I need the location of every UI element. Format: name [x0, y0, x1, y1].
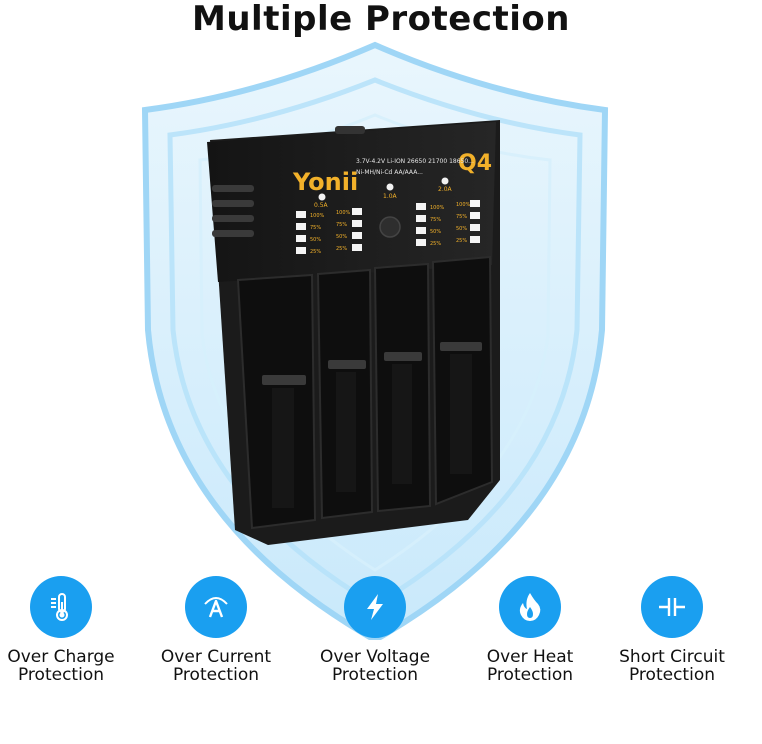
feature-over-current: Over Current Protection: [141, 576, 291, 684]
thermometer-icon: [51, 593, 68, 621]
feature-icon-circle: [30, 576, 92, 638]
current-label-2: 1.0A: [383, 193, 398, 200]
charger-device: Yonii Q4 3.7V-4.2V Li-ION 26650 21700 18…: [207, 120, 500, 545]
level-label-s4: 25%: [456, 238, 467, 244]
feature-label-line1: Over Heat: [486, 647, 574, 667]
feature-label-line2: Protection: [172, 665, 259, 685]
level-label-r2: 75%: [430, 217, 441, 223]
feature-icon-circle: [185, 576, 247, 638]
level-label-r4: 25%: [430, 241, 441, 247]
feature-label-line2: Protection: [628, 665, 715, 685]
battery-bays: [236, 255, 494, 530]
level-label-m4: 25%: [336, 246, 347, 252]
flame-icon: [519, 593, 541, 621]
level-indicators-right: 100% 75% 50% 25% 100% 75% 50% 25%: [416, 200, 480, 247]
feature-over-heat: Over Heat Protection: [455, 576, 605, 684]
feature-label-line2: Protection: [486, 665, 573, 685]
level-label-m1: 100%: [336, 210, 351, 216]
level-label-l3: 50%: [310, 237, 321, 243]
feature-short-circuit: Short Circuit Protection: [597, 576, 747, 684]
feature-label: Over Heat Protection: [455, 648, 605, 684]
feature-label: Short Circuit Protection: [597, 648, 747, 684]
feature-icon-circle: [641, 576, 703, 638]
current-label-3: 2.0A: [438, 186, 453, 193]
mode-button: [379, 216, 401, 238]
level-indicators-left: 100% 75% 50% 25% 100% 75% 50% 25%: [296, 208, 362, 255]
hero-illustration: Yonii Q4 3.7V-4.2V Li-ION 26650 21700 18…: [141, 41, 609, 640]
feature-label: Over Current Protection: [141, 648, 291, 684]
level-label-l2: 75%: [310, 225, 321, 231]
feature-label: Over Voltage Protection: [300, 648, 450, 684]
page-title: Multiple Protection: [192, 0, 570, 39]
feature-label-line1: Over Voltage: [319, 647, 431, 667]
level-label-r1: 100%: [430, 205, 445, 211]
spec-line-2: Ni-MH/Ni-Cd AA/AAA...: [356, 169, 423, 176]
feature-label-line2: Protection: [17, 665, 104, 685]
feature-over-charge: Over Charge Protection: [0, 576, 136, 684]
feature-icon-circle: [344, 576, 406, 638]
model-label: Q4: [458, 151, 492, 176]
feature-label-line1: Short Circuit: [619, 647, 725, 667]
feature-label: Over Charge Protection: [0, 648, 136, 684]
current-label-1: 0.5A: [314, 202, 329, 209]
level-label-m3: 50%: [336, 234, 347, 240]
feature-label-line2: Protection: [331, 665, 418, 685]
level-label-l4: 25%: [310, 249, 321, 255]
feature-icon-circle: [499, 576, 561, 638]
level-label-m2: 75%: [336, 222, 347, 228]
spec-line-1: 3.7V-4.2V Li-ION 26650 21700 18650...: [356, 158, 474, 165]
lightning-bolt-icon: [367, 594, 383, 620]
protection-features: Over Charge Protection Over Current Prot…: [0, 576, 762, 744]
level-label-s2: 75%: [456, 214, 467, 220]
ammeter-icon: [204, 597, 228, 618]
feature-label-line1: Over Current: [160, 647, 272, 667]
feature-over-voltage: Over Voltage Protection: [300, 576, 450, 684]
level-label-r3: 50%: [430, 229, 441, 235]
level-label-l1: 100%: [310, 213, 325, 219]
capacitor-icon: [659, 598, 685, 616]
feature-label-line1: Over Charge: [7, 647, 115, 667]
level-label-s1: 100%: [456, 202, 471, 208]
level-label-s3: 50%: [456, 226, 467, 232]
brand-logo: Yonii: [292, 168, 358, 196]
